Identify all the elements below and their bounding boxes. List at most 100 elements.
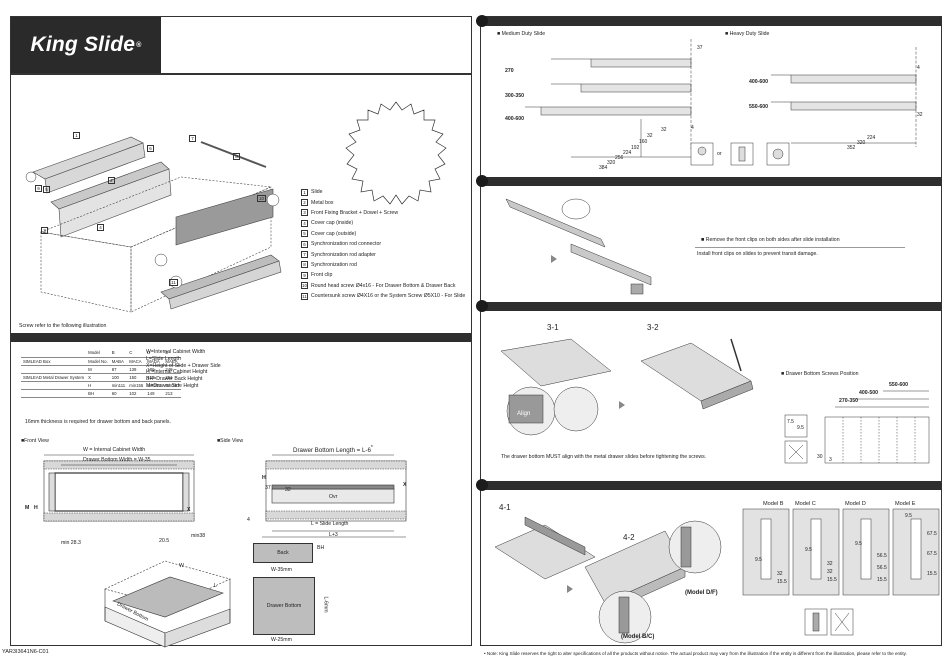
step-3-1: 3-1 (547, 323, 559, 332)
table-cell: min155 (127, 381, 146, 390)
drawer-bottom-align-drawing (500, 338, 754, 436)
part-number: 11 (301, 292, 308, 300)
transit-note: Install front clips on slides to prevent… (697, 251, 818, 257)
callout-6: 6 (147, 145, 154, 152)
callout-3: 3 (41, 227, 48, 234)
model-c-dim: 32 (827, 561, 833, 567)
exploded-view-drawing (25, 136, 282, 313)
table-row: M 87 139 186 249 (21, 365, 182, 374)
m-label: M (25, 505, 30, 511)
table-cell (21, 349, 87, 358)
part-number: 9 (301, 271, 308, 279)
part-number: 3 (301, 209, 308, 217)
table-cell: 150 (127, 373, 146, 382)
section-bullet-icon (476, 15, 488, 27)
model-c-dim: 32 (827, 569, 833, 575)
brand-name: King Slide (30, 33, 136, 56)
table-cell: 251 (163, 373, 182, 382)
bottom-length-text: Drawer Bottom Length = L-6 (293, 447, 371, 455)
dim-384: 384 (599, 165, 608, 171)
bottom-panel-drawing: Drawer Bottom (253, 577, 315, 635)
thickness-note: 16mm thickness is required for drawer bo… (25, 419, 171, 425)
part-number: 5 (301, 230, 308, 238)
or-label: or (717, 151, 722, 157)
table-cell: 186 (145, 365, 164, 374)
callout-4: 4 (97, 224, 104, 231)
length-270: 270 (505, 68, 514, 74)
model-d-dim: 56.5 (877, 553, 887, 559)
table-row: SIMLEAD Metal Drawer System X 100 150 16… (21, 373, 182, 382)
star-burst-icon (345, 101, 447, 205)
model-df-label: (Model D/F) (685, 590, 718, 596)
screws-position-title: ■ Drawer Bottom Screws Position (781, 371, 859, 377)
front-clip-drawing (505, 198, 652, 295)
front-view-drawing (43, 454, 195, 522)
table-cell (21, 381, 87, 390)
align-note: The drawer bottom MUST align with the me… (501, 454, 707, 460)
bottom-width-panel-label: W-25mm (271, 637, 292, 643)
part-label: Cover cap (inside) (311, 220, 354, 227)
screw-detail-icons (690, 142, 790, 166)
spec-table: Model B C D E SIMLEAD Box Model No. MABA… (21, 349, 182, 398)
dim-37-label: 37 (265, 485, 271, 491)
part-number: 6 (301, 240, 308, 248)
table-cell: X (86, 373, 110, 382)
callout-11: 11 (169, 279, 178, 286)
side-x-label: X (403, 482, 407, 488)
align-label: Align (517, 411, 531, 417)
bh-label: BH (317, 545, 325, 551)
table-cell: BH (86, 389, 110, 398)
bottom-width-label: Drawer Bottom Width = W-35 (83, 457, 151, 463)
screws-dim-7-5: 7.5 (787, 419, 794, 425)
bottom-length-panel-label: L-6mm (322, 596, 329, 613)
right-panel: ■ Medium Duty Slide ■ Heavy Duty Slide 2… (476, 15, 942, 646)
divider (695, 247, 905, 248)
heavy-duty-title-text: Heavy Duty Slide (729, 31, 770, 37)
x-label: X (187, 507, 191, 513)
part-number: 8 (301, 261, 308, 269)
legend-line: M=Drawer Side Height (146, 382, 199, 389)
h-label: H (34, 505, 38, 511)
part-label: Front clip (311, 272, 333, 279)
table-cell: B (109, 349, 128, 358)
table-cell: min267 (163, 381, 182, 390)
model-b-dim: 15.5 (777, 579, 787, 585)
screws-dim-270-350: 270-350 (839, 398, 859, 404)
screws-dim-30: 30 (817, 454, 823, 460)
step-4-1: 4-1 (499, 503, 511, 512)
part-number: 4 (301, 219, 308, 227)
table-cell: MAEA (163, 357, 182, 366)
slide-length-label: L = Slide Length (311, 521, 349, 527)
length-heavy-400-600: 400-600 (749, 79, 769, 85)
part-label: Synchronization rod adapter (311, 251, 376, 258)
model-b-dim: 32 (777, 571, 783, 577)
section-band-2 (476, 175, 941, 187)
part-number: 1 (301, 188, 308, 196)
screws-dim-3: 3 (829, 457, 832, 463)
document-code: YAR3I3641N6-C01 (2, 649, 49, 655)
part-number: 2 (301, 199, 308, 207)
dim-37: 37 (697, 45, 703, 51)
back-panel-drawing: Back (253, 543, 313, 563)
section-bullet-icon (476, 175, 488, 187)
model-d-title: Model D (845, 501, 866, 507)
dim-224: 224 (623, 150, 632, 156)
table-cell: 149 (145, 389, 164, 398)
table-cell: 102 (127, 389, 146, 398)
dim-heavy-320: 320 (857, 140, 866, 146)
model-d-dim: 9.5 (855, 541, 862, 547)
front-panel-install-drawing (494, 516, 722, 644)
table-cell: Model (86, 349, 110, 358)
section-band-3 (476, 300, 941, 312)
part-label: Front Fixing Bracket + Dowel + Screw (311, 209, 399, 216)
table-cell: MADA (145, 357, 164, 366)
length-300-350: 300-350 (505, 93, 525, 99)
dim-heavy-4: 4 (917, 65, 920, 71)
